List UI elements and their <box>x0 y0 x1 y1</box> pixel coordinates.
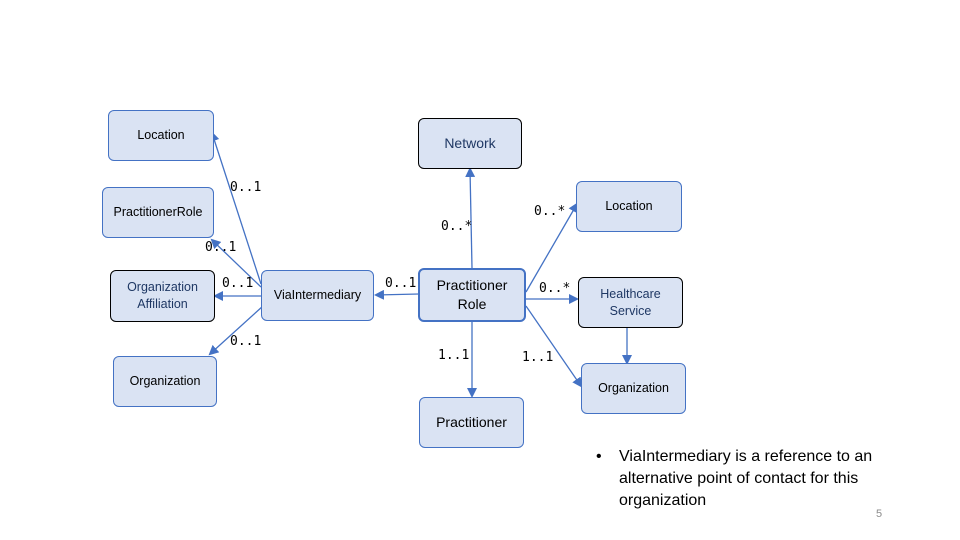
healthcare-service-label: Healthcare Service <box>600 286 661 318</box>
healthcare-service-box: Healthcare Service <box>578 277 683 328</box>
via-intermediary-label: ViaIntermediary <box>273 288 362 303</box>
mult-role-to-network: 0..* <box>441 219 473 234</box>
practitioner-role-main-box: Practitioner Role <box>418 268 526 322</box>
location-right-box: Location <box>576 181 682 232</box>
network-box: Network <box>418 118 522 169</box>
organization-affiliation-box: Organization Affiliation <box>110 270 215 322</box>
edge-role-to-network <box>465 167 476 269</box>
mult-via-to-location: 0..1 <box>230 180 262 195</box>
edge-via-to-organization <box>208 305 264 356</box>
mult-via-to-organization-affiliation: 0..1 <box>222 276 254 291</box>
organization-right-box: Organization <box>581 363 686 414</box>
practitioner-box: Practitioner <box>419 397 524 448</box>
practitioner-role-left-label: PractitionerRole <box>113 205 203 220</box>
location-left-label: Location <box>137 128 185 143</box>
note-text: ViaIntermediary is a reference to an alt… <box>619 448 873 509</box>
via-intermediary-box: ViaIntermediary <box>261 270 374 321</box>
organization-affiliation-label: Organization Affiliation <box>127 280 198 311</box>
mult-role-to-organization: 1..1 <box>522 350 554 365</box>
mult-role-to-via: 0..1 <box>385 276 417 291</box>
organization-left-label: Organization <box>129 374 201 389</box>
note-bullet-item: • ViaIntermediary is a reference to an a… <box>596 446 896 512</box>
practitioner-label: Practitioner <box>436 414 507 431</box>
mult-role-to-location: 0..* <box>534 204 566 219</box>
practitioner-role-left-box: PractitionerRole <box>102 187 214 238</box>
organization-right-label: Organization <box>598 381 669 396</box>
network-label: Network <box>444 135 496 152</box>
mult-via-to-organization: 0..1 <box>230 334 262 349</box>
mult-via-to-practitioner-role: 0..1 <box>205 240 237 255</box>
edge-role-to-via <box>374 289 420 300</box>
bullet-marker: • <box>596 448 602 465</box>
organization-left-box: Organization <box>113 356 217 407</box>
edge-role-to-location <box>525 202 579 293</box>
location-right-label: Location <box>605 199 653 214</box>
location-left-box: Location <box>108 110 214 161</box>
mult-role-to-practitioner: 1..1 <box>438 348 470 363</box>
edge-via-to-practitioner-role <box>210 238 262 288</box>
edge-via-to-location <box>209 131 262 285</box>
mult-role-to-healthcare-service: 0..* <box>539 281 571 296</box>
page-number: 5 <box>876 508 883 520</box>
edge-role-to-organization <box>525 305 583 388</box>
practitioner-role-main-label: Practitioner Role <box>436 277 508 312</box>
